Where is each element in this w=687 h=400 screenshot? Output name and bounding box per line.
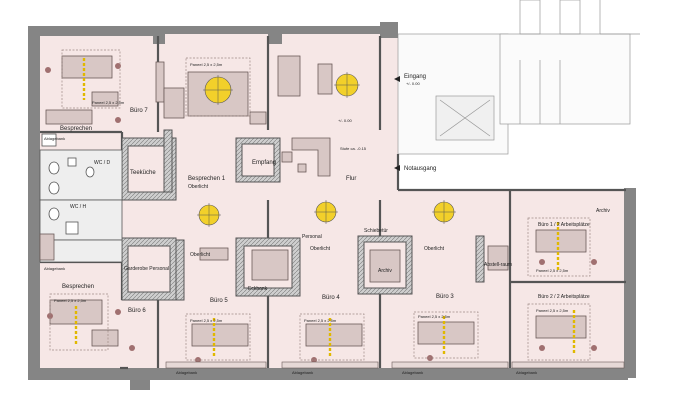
room-label-abstellraum: Abstell-raum bbox=[484, 262, 512, 268]
reception-desk bbox=[281, 137, 331, 177]
label-ablagebank-4: Ablagebank bbox=[516, 370, 537, 375]
label-ablagebank-3: Ablagebank bbox=[402, 370, 423, 375]
room-label-buero1: Büro 1 / 2 Arbeitsplätze bbox=[538, 222, 590, 228]
room-label-oberlicht-b3: Oberlicht bbox=[424, 246, 445, 252]
label-paneel-b7: Paneel 2,5 x 2,5m bbox=[92, 100, 125, 105]
emergency-exit-arrow bbox=[394, 165, 400, 171]
room-label-buero4: Büro 4 bbox=[322, 295, 340, 301]
room-label-eckbank: Eckbank bbox=[248, 286, 268, 292]
entrance-arrow bbox=[394, 76, 400, 82]
label-eingang-level: +/- 0.00 bbox=[406, 81, 420, 86]
label-paneel-b2: Paneel 2,5 x 2,5m bbox=[536, 308, 569, 313]
room-label-buero6: Büro 6 bbox=[128, 308, 146, 314]
room-label-empfang: Empfang bbox=[252, 160, 276, 166]
room-label-archiv-corner: Archiv bbox=[596, 208, 610, 214]
furniture bbox=[39, 55, 587, 347]
room-label-besprechen-top: Besprechen bbox=[60, 126, 92, 132]
label-eingang: Eingang bbox=[404, 74, 426, 80]
ceiling-lamps bbox=[197, 72, 456, 227]
room-label-teekueche: Teeküche bbox=[130, 170, 156, 176]
room-label-archiv: Archiv bbox=[378, 268, 392, 274]
room-label-personal: Personal bbox=[302, 234, 322, 240]
room-label-buero2: Büro 2 / 2 Arbeitsplätze bbox=[538, 294, 590, 300]
sanitary bbox=[39, 133, 123, 263]
room-label-wc-d: WC / D bbox=[94, 160, 110, 166]
ablagebank-strips bbox=[165, 361, 625, 369]
label-paneel-b1: Paneel 2,5 x 2,5m bbox=[536, 268, 569, 273]
label-paneel-b6: Paneel 2,5 x 2,5m bbox=[54, 298, 87, 303]
room-label-oberlicht-besp1: Oberlicht bbox=[188, 184, 209, 190]
outer-walls bbox=[28, 22, 636, 390]
label-ablagebank-1: Ablagebank bbox=[176, 370, 197, 375]
label-paneel-b4: Paneel 2,5 x 2,5m bbox=[304, 318, 337, 323]
room-label-besprechen-bottom: Besprechen bbox=[62, 284, 94, 290]
room-label-schiebetuer: Schiebetür bbox=[364, 228, 388, 234]
room-label-oberlicht-b5: Oberlicht bbox=[190, 252, 211, 258]
room-label-buero5: Büro 5 bbox=[210, 298, 228, 304]
entrance-zone bbox=[397, 0, 640, 155]
label-ablagebank-6: Ablagebank bbox=[44, 266, 65, 271]
room-label-wc-h: WC / H bbox=[70, 204, 86, 210]
ceiling-panels bbox=[49, 49, 591, 361]
panel-strips bbox=[74, 58, 576, 358]
label-level-000: +/- 0.00 bbox=[338, 118, 352, 123]
room-label-besprechen1: Besprechen 1 bbox=[188, 176, 226, 182]
room-label-garderobe: Garderobe Personal bbox=[124, 266, 169, 272]
label-paneel-b3: Paneel 2,5 x 2,5m bbox=[418, 314, 451, 319]
label-ablagebank-5: Ablagebank bbox=[44, 136, 65, 141]
room-label-oberlicht-b4: Oberlicht bbox=[310, 246, 331, 252]
room-label-buero3: Büro 3 bbox=[436, 294, 454, 300]
label-paneel-top: Paneel 2,5 x 2,5m bbox=[190, 62, 223, 67]
label-paneel-b5: Paneel 2,5 x 2,5m bbox=[190, 318, 223, 323]
table-dots bbox=[45, 63, 597, 363]
label-ablagebank-2: Ablagebank bbox=[292, 370, 313, 375]
room-label-flur: Flur bbox=[346, 176, 356, 182]
label-notausgang: Notausgang bbox=[404, 166, 436, 172]
room-label-buero7: Büro 7 bbox=[130, 108, 148, 114]
label-stufe: Stufe ca. -0.15 bbox=[340, 146, 367, 151]
